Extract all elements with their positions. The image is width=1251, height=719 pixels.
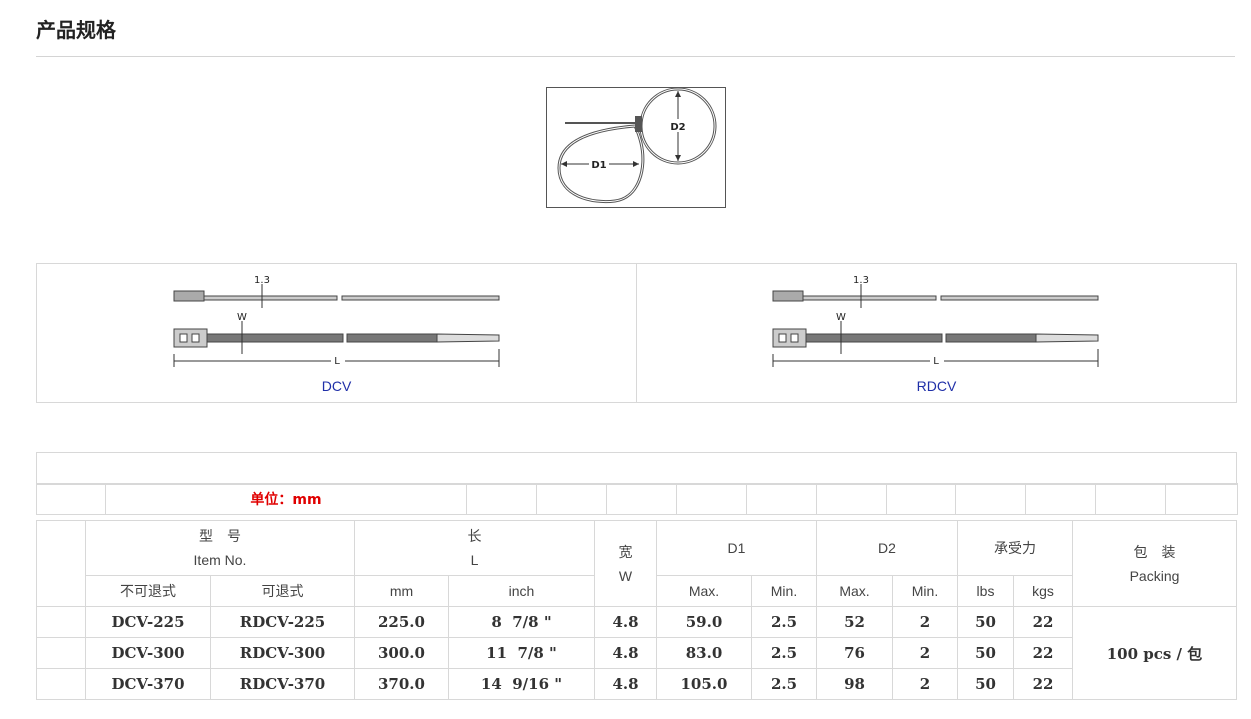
rdcv-width-label: W [836,312,846,323]
table-row: DCV-370 RDCV-370 370.0 14 9/16 " 4.8 105… [36,668,1237,700]
mm-header: mm [354,575,449,607]
d1-header: D1 [656,520,817,576]
inch-header: inch [448,575,595,607]
release-header: 可退式 [210,575,355,607]
length-label: L [334,356,340,367]
empty-header-row [36,452,1237,485]
width-label: W [237,312,247,323]
spec-table: 型 号 Item No. 长 L 宽 W D1 D2 承受力 包 装 Packi… [36,520,1237,700]
thickness-label: 1.3 [254,275,270,286]
tie-drawings-panel: 1.3 W L DCV 1.3 [36,263,1237,403]
d2-header: D2 [816,520,958,576]
double-loop-diagram: D1 D2 [546,87,726,208]
rdcv-label: RDCV [916,378,957,394]
title-divider [36,56,1235,57]
rdcv-drawing: 1.3 W L [772,275,1099,367]
unit-label: 单位：mm [105,483,467,515]
lbs-header: lbs [957,575,1014,607]
double-loop-drawing: D1 D2 [557,88,717,204]
model-header: 型 号 Item No. [85,520,355,576]
d2-min-header: Min. [892,575,958,607]
kgs-header: kgs [1013,575,1073,607]
non-release-header: 不可退式 [85,575,211,607]
rdcv-thickness-label: 1.3 [853,275,869,286]
length-header: 长 L [354,520,595,576]
d1-min-header: Min. [751,575,817,607]
table-row: DCV-300 RDCV-300 300.0 11 7/8 " 4.8 83.0… [36,637,1237,669]
rdcv-length-label: L [933,356,939,367]
unit-row: 单位：mm [36,483,1238,515]
table-row: DCV-225 RDCV-225 225.0 8 7/8 " 4.8 59.0 … [36,606,1237,700]
panel-divider [636,264,637,402]
width-header: 宽 W [594,520,657,607]
d2-label: D2 [670,122,685,133]
page-title: 产品规格 [36,18,116,42]
packing-header: 包 装 Packing [1072,520,1237,607]
packing-value: 100 pcs / 包 [1072,606,1237,700]
dcv-label: DCV [321,378,352,394]
d1-max-header: Max. [656,575,752,607]
d1-label: D1 [591,160,606,171]
dcv-drawing: 1.3 W L [173,275,500,367]
rdcv-panel: 1.3 W L RDCV [637,264,1236,402]
tensile-header: 承受力 [957,520,1073,576]
dcv-panel: 1.3 W L DCV [37,264,636,402]
d2-max-header: Max. [816,575,893,607]
